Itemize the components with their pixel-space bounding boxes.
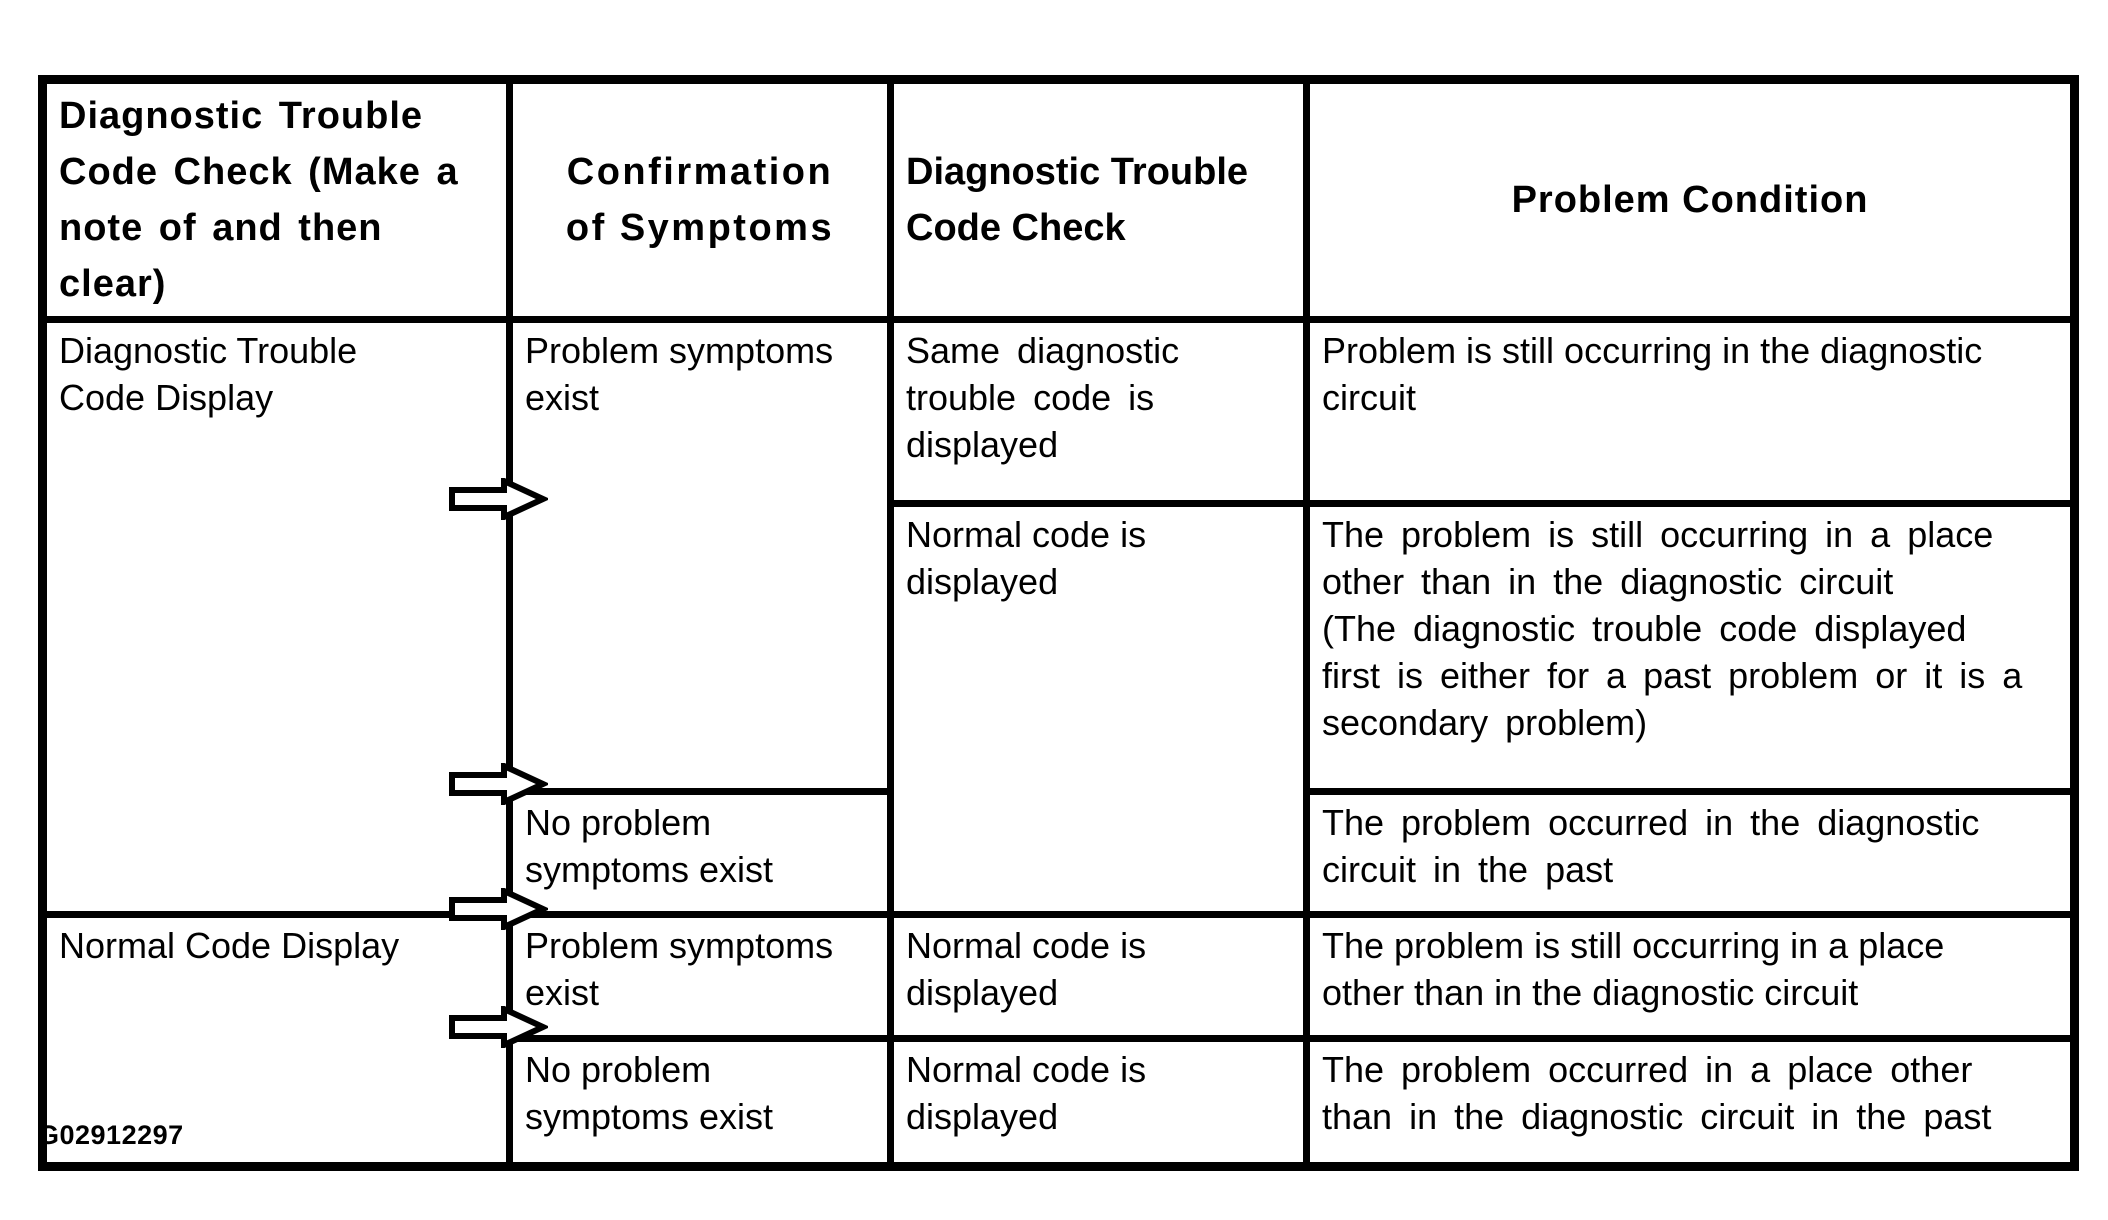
cell-problem-occurred-diagnostic-circuit-past: The problem occurred in the diagnostic c… (1303, 788, 2078, 918)
cell-normal-code-displayed-3: Normal code is displayed (887, 1035, 1310, 1170)
cell-normal-code-display: Normal Code Display (39, 911, 513, 1170)
header-problem-condition-label: Problem Condition (1511, 179, 1869, 221)
flow-arrow-right-icon (448, 478, 548, 520)
cell-normal-code-displayed-1: Normal code is displayed (887, 500, 1310, 918)
cell-problem-occurring-other-place-secondary-text: The problem is still occurring in a plac… (1322, 514, 2023, 743)
header-confirmation-of-symptoms-label: Confirmation of Symptoms (565, 151, 835, 249)
cell-problem-occurring-other-place: The problem is still occurring in a plac… (1303, 911, 2078, 1042)
table-header-row: Diagnostic Trouble Code Check (Make a no… (39, 76, 2078, 323)
cell-problem-occurred-diagnostic-circuit-past-text: The problem occurred in the diagnostic c… (1322, 802, 1980, 890)
cell-dtc-display-text: Diagnostic Trouble Code Display (59, 330, 358, 418)
cell-problem-occurring-other-place-text: The problem is still occurring in a plac… (1322, 925, 1945, 1013)
cell-normal-code-displayed-3-text: Normal code is displayed (906, 1049, 1147, 1137)
cell-normal-code-displayed-2-text: Normal code is displayed (906, 925, 1147, 1013)
cell-problem-occurring-other-place-secondary: The problem is still occurring in a plac… (1303, 500, 2078, 795)
cell-normal-code-displayed-2: Normal code is displayed (887, 911, 1310, 1042)
cell-problem-symptoms-exist-1-text: Problem symptoms exist (525, 330, 834, 418)
table-row: No problem symptoms exist Normal code is… (43, 1035, 2078, 1170)
cell-normal-code-displayed-1-text: Normal code is displayed (906, 514, 1147, 602)
table-row: Normal code is displayed The problem is … (43, 500, 2078, 918)
figure-id-label: G02912297 (38, 1120, 184, 1150)
header-confirmation-of-symptoms: Confirmation of Symptoms (506, 76, 894, 323)
cell-no-problem-symptoms-exist-2: No problem symptoms exist (506, 1035, 894, 1170)
flow-arrow-right-icon (448, 1006, 548, 1048)
cell-no-problem-symptoms-exist-2-text: No problem symptoms exist (525, 1049, 774, 1137)
cell-problem-occurred-other-place-past-text: The problem occurred in a place other th… (1322, 1049, 1992, 1137)
cell-problem-symptoms-exist-2-text: Problem symptoms exist (525, 925, 834, 1013)
cell-problem-still-occurring-diagnostic-circuit-text: Problem is still occurring in the diagno… (1322, 330, 1983, 418)
cell-no-problem-symptoms-exist-1-text: No problem symptoms exist (525, 802, 774, 890)
cell-no-problem-symptoms-exist-1: No problem symptoms exist (506, 788, 894, 918)
cell-problem-occurred-other-place-past: The problem occurred in a place other th… (1303, 1035, 2078, 1170)
header-dtc-check: Diagnostic Trouble Code Check (887, 76, 1310, 323)
diagnostic-trouble-code-table: Diagnostic Trouble Code Check (Make a no… (38, 75, 2079, 1171)
cell-same-dtc-displayed-text: Same diagnostic trouble code is displaye… (906, 330, 1180, 465)
cell-normal-code-display-text: Normal Code Display (59, 925, 400, 966)
header-dtc-check-note-clear-label: Diagnostic Trouble Code Check (Make a no… (59, 95, 459, 305)
table-row: Normal Code Display Problem symptoms exi… (39, 911, 2078, 1170)
flow-arrow-right-icon (448, 763, 548, 805)
header-dtc-check-label: Diagnostic Trouble Code Check (906, 151, 1249, 249)
header-problem-condition: Problem Condition (1303, 76, 2078, 323)
cell-same-dtc-displayed: Same diagnostic trouble code is displaye… (887, 316, 1310, 507)
cell-problem-still-occurring-diagnostic-circuit: Problem is still occurring in the diagno… (1303, 316, 2078, 507)
flow-arrow-right-icon (448, 888, 548, 930)
cell-problem-symptoms-exist-1: Problem symptoms exist (506, 316, 894, 795)
table-row: Diagnostic Trouble Code Display Problem … (39, 316, 2078, 918)
cell-problem-symptoms-exist-2: Problem symptoms exist (506, 911, 894, 1042)
header-dtc-check-note-clear: Diagnostic Trouble Code Check (Make a no… (39, 76, 513, 323)
cell-dtc-display: Diagnostic Trouble Code Display (39, 316, 513, 918)
table-row: No problem symptoms exist The problem oc… (43, 788, 2078, 918)
